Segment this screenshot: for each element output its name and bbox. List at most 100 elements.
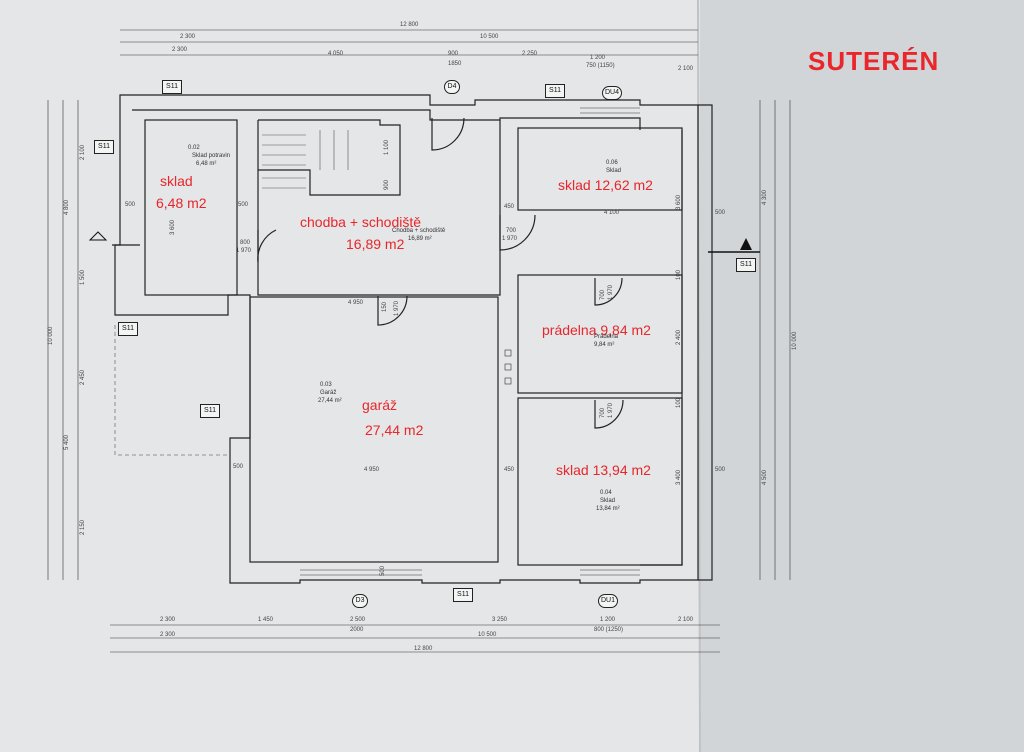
dimension-label: 750 (1150) xyxy=(586,63,615,69)
right-thick-wall xyxy=(698,104,713,581)
dimension-label: 10 000 xyxy=(792,331,798,350)
dimension-label: 2000 xyxy=(350,627,364,633)
room-sub-area: 13,84 m² xyxy=(596,506,620,512)
room-code: 0.06 xyxy=(606,160,618,166)
room-sub-area: 9,84 m² xyxy=(594,342,615,348)
door-tag: D3 xyxy=(352,594,368,608)
window-tag: S11 xyxy=(453,588,473,602)
dimension-label: 900 xyxy=(448,51,459,57)
dimension-label: 4 800 xyxy=(64,199,70,215)
dimension-label: 450 xyxy=(504,204,515,210)
section-arrow-left xyxy=(88,231,108,241)
dimension-label: 4 950 xyxy=(348,300,364,306)
door-sklad-13 xyxy=(594,399,624,429)
dimension-label: 2 300 xyxy=(160,632,176,638)
dimension-label: 1 970 xyxy=(236,248,252,254)
door-d4 xyxy=(431,117,465,151)
dimension-label: 800 xyxy=(240,240,251,246)
dimension-lines xyxy=(47,29,791,653)
dimension-label: 100 xyxy=(676,269,682,280)
stair-treads xyxy=(262,130,349,189)
dimension-label: 2 400 xyxy=(676,329,682,345)
terrace-outline xyxy=(114,325,230,456)
room-sub-name: Chodba + schodiště xyxy=(392,228,446,234)
door-tag: DU4 xyxy=(602,86,622,100)
wall-room-sklad-12 xyxy=(517,127,683,211)
paper-fold-shadow xyxy=(700,0,1024,752)
dimension-label: 3 250 xyxy=(492,617,508,623)
dimension-label: 3 400 xyxy=(676,469,682,485)
stair-block xyxy=(258,119,401,196)
room-label-sklad-13: sklad 13,94 m2 xyxy=(556,462,651,478)
dimension-label: 150 xyxy=(382,301,388,312)
room-label-sklad: sklad xyxy=(160,173,193,189)
window-tag: S11 xyxy=(94,140,114,154)
room-area-chodba: 16,89 m2 xyxy=(346,236,405,252)
room-code: 0.02 xyxy=(188,145,200,151)
room-sub-area: 6,48 m² xyxy=(196,161,217,167)
door-tag: D4 xyxy=(444,80,460,94)
door-pradelna xyxy=(594,277,623,306)
room-label-sklad-12: sklad 12,62 m2 xyxy=(558,177,653,193)
room-sub-area: 27,44 m² xyxy=(318,398,342,404)
wall-corridor xyxy=(257,120,501,296)
dimension-label: 2 500 xyxy=(350,617,366,623)
sheet-title: SUTERÉN xyxy=(808,46,940,76)
dimension-label: 2 300 xyxy=(180,34,196,40)
outer-wall xyxy=(114,94,699,584)
dimension-label: 2 100 xyxy=(80,144,86,160)
dimension-label: 12 800 xyxy=(400,22,419,28)
wall-socket xyxy=(504,363,512,371)
front-windows xyxy=(300,107,640,576)
section-arrow xyxy=(740,238,752,250)
room-area-garaz: 27,44 m2 xyxy=(365,422,424,438)
dimension-label: 2 450 xyxy=(80,369,86,385)
wall-socket xyxy=(504,377,512,385)
room-sub-name: Sklad xyxy=(600,498,616,504)
dimension-label: 1 970 xyxy=(608,284,614,300)
dimension-label: 500 xyxy=(715,210,726,216)
dimension-label: 900 xyxy=(384,179,390,190)
dimension-label: 2 150 xyxy=(80,519,86,535)
dimension-label: 2 300 xyxy=(160,617,176,623)
window-tag: S11 xyxy=(200,404,220,418)
dimension-label: 450 xyxy=(504,467,515,473)
dimension-label: 700 xyxy=(600,289,606,300)
wall-pantry xyxy=(144,119,238,296)
dimension-label: 3 600 xyxy=(676,194,682,210)
door-corridor-left xyxy=(257,229,277,263)
dimension-label: 700 xyxy=(600,407,606,418)
dimension-label: 1850 xyxy=(448,61,462,67)
dimension-label: 10 000 xyxy=(48,326,54,345)
dimension-label: 1 970 xyxy=(608,402,614,418)
dimension-label: 5 400 xyxy=(64,434,70,450)
dimension-label: 4 500 xyxy=(762,469,768,485)
dimension-label: 3 600 xyxy=(170,219,176,235)
room-code: 0.04 xyxy=(600,490,612,496)
dimension-label: 2 250 xyxy=(522,51,538,57)
walls xyxy=(112,94,713,584)
room-label-chodba: chodba + schodiště xyxy=(300,214,422,230)
dimension-label: 2 300 xyxy=(172,47,188,53)
dimension-label: 1 100 xyxy=(384,139,390,155)
dimension-label: 4 100 xyxy=(604,210,620,216)
room-sub-name: Prádelna xyxy=(594,334,619,340)
dimension-label: 1 970 xyxy=(394,300,400,316)
window-tag: S11 xyxy=(545,84,565,98)
room-sub-name: Garáž xyxy=(320,390,337,396)
wall-room-sklad-13 xyxy=(517,397,683,566)
room-sub-name: Sklad potravin xyxy=(192,153,231,159)
room-area-sklad: 6,48 m2 xyxy=(156,195,207,211)
room-sub-name: Sklad xyxy=(606,168,622,174)
dimension-label: 1 500 xyxy=(80,269,86,285)
dimension-label: 500 xyxy=(233,464,244,470)
dimension-label: 500 xyxy=(380,565,386,576)
dimension-label: 2 100 xyxy=(678,66,694,72)
dimension-label: 1 200 xyxy=(600,617,616,623)
window-tag: S11 xyxy=(736,258,756,272)
dimension-label: 1 200 xyxy=(590,55,606,61)
wall-room-pradelna xyxy=(517,274,683,394)
wall-socket xyxy=(504,349,512,357)
